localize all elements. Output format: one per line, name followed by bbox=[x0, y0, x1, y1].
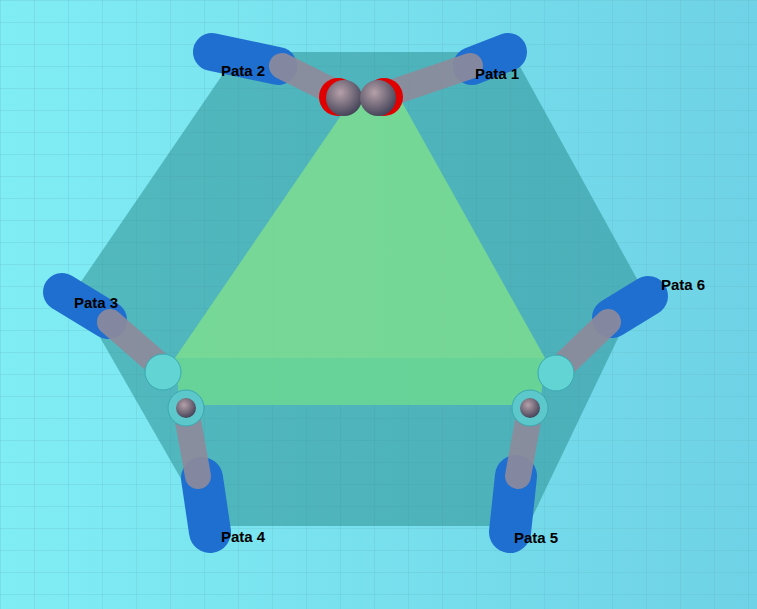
leg-joints bbox=[145, 78, 574, 426]
platform-triangle bbox=[175, 95, 545, 405]
leg-label: Pata 6 bbox=[661, 277, 705, 292]
leg-label: Pata 4 bbox=[221, 529, 265, 544]
leg-label: Pata 5 bbox=[514, 530, 558, 545]
leg-label: Pata 2 bbox=[221, 63, 265, 78]
platform-band bbox=[175, 358, 545, 405]
leg-label: Pata 3 bbox=[74, 295, 118, 310]
leg-label: Pata 1 bbox=[475, 66, 519, 81]
leg-cylinders bbox=[62, 52, 648, 532]
body-hexagon bbox=[74, 52, 642, 526]
